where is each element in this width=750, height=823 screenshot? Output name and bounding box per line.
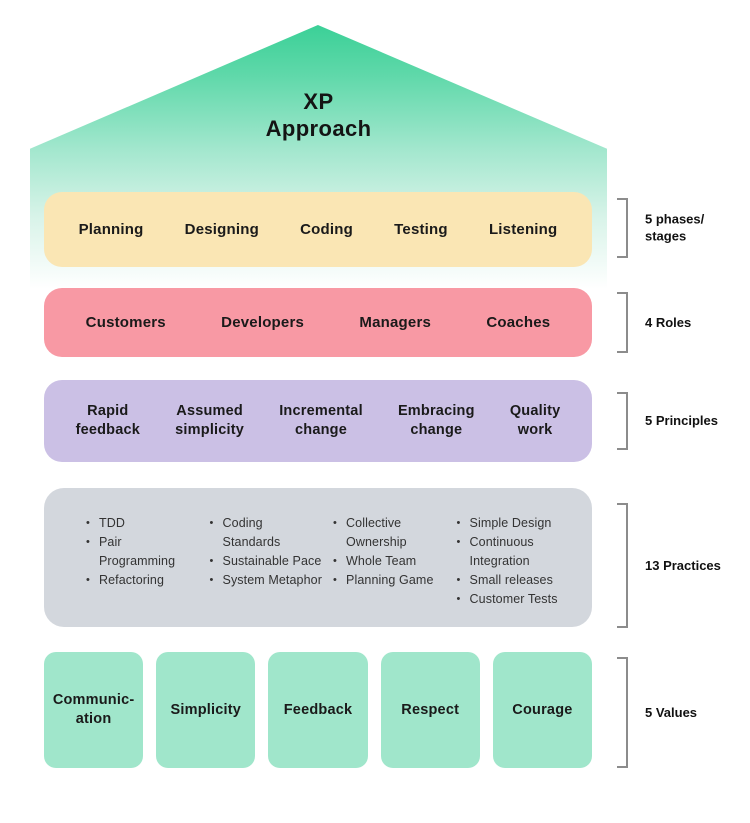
practice-label: TDD <box>99 516 125 530</box>
phase-item: Coding <box>300 221 353 238</box>
role-item: Coaches <box>486 314 551 331</box>
practice-item: • Simple Design <box>457 514 592 533</box>
role-item: Managers <box>359 314 432 331</box>
practices-box: • TDD • Pair Programming • Refactoring • <box>44 488 592 627</box>
practices-column-4: • Simple Design • Continuous Integration… <box>457 514 592 627</box>
bracket-icon <box>617 292 628 353</box>
practice-item: • Coding Standards <box>210 514 334 552</box>
annotation-principles: 5 Principles <box>617 392 747 450</box>
practice-label: Customer Tests <box>469 592 558 606</box>
value-card: Simplicity <box>156 652 256 768</box>
bracket-icon <box>617 503 628 628</box>
value-card: Communic- ation <box>44 652 144 768</box>
practice-item: • Pair Programming <box>86 533 210 571</box>
annotation-label: 5 Values <box>645 704 698 720</box>
practice-item: • Collective Ownership <box>333 514 457 552</box>
practice-item: • Customer Tests <box>457 590 592 609</box>
diagram-title: XP Approach <box>265 89 372 141</box>
bullet-icon: • <box>333 574 337 586</box>
principle-item: Rapid feedback <box>75 403 141 438</box>
bullet-icon: • <box>456 574 461 586</box>
bullet-icon: • <box>456 593 461 605</box>
practice-item: • Continuous Integration <box>457 533 592 571</box>
practice-item: • TDD <box>86 514 210 533</box>
bullet-icon: • <box>456 517 461 529</box>
practice-label: Whole Team <box>346 554 417 568</box>
bullet-icon: • <box>209 574 214 586</box>
practice-item: • Sustainable Pace <box>210 552 334 571</box>
practice-item: • Whole Team <box>333 552 457 571</box>
annotation-values: 5 Values <box>617 657 747 768</box>
bullet-icon: • <box>333 555 337 567</box>
role-item: Customers <box>85 314 166 331</box>
annotation-label: 4 Roles <box>645 314 692 330</box>
phase-item: Planning <box>78 221 144 238</box>
phase-item: Listening <box>488 221 558 238</box>
practice-label: System Metaphor <box>222 573 322 587</box>
role-item: Developers <box>221 314 305 331</box>
principle-item: Incremental change <box>279 403 363 438</box>
practice-item: • Refactoring <box>86 571 210 590</box>
practices-column-2: • Coding Standards • Sustainable Pace • … <box>210 514 334 627</box>
annotation-label: 5 phases/ stages <box>645 211 705 244</box>
bullet-icon: • <box>86 517 90 529</box>
bracket-icon <box>617 657 628 768</box>
principle-item: Quality work <box>509 403 561 438</box>
practice-label: Coding Standards <box>222 516 281 549</box>
practices-column-3: • Collective Ownership • Whole Team • Pl… <box>333 514 457 627</box>
practice-item: • Planning Game <box>333 571 457 590</box>
principle-item: Assumed simplicity <box>175 403 245 438</box>
value-card: Courage <box>492 652 593 768</box>
value-card: Feedback <box>268 652 368 768</box>
phase-item: Designing <box>184 221 259 238</box>
practice-label: Small releases <box>469 573 553 587</box>
phases-bar: Planning Designing Coding Testing Listening <box>44 192 592 267</box>
practice-item: • System Metaphor <box>210 571 334 590</box>
bracket-icon <box>617 198 628 258</box>
bullet-icon: • <box>456 536 461 548</box>
bullet-icon: • <box>209 517 214 529</box>
practice-label: Pair Programming <box>99 535 176 568</box>
bracket-icon <box>617 392 628 450</box>
practice-item: • Small releases <box>457 571 592 590</box>
value-card: Respect <box>380 652 480 768</box>
principles-bar: Rapid feedback Assumed simplicity Incremen… <box>44 380 592 462</box>
annotation-practices: 13 Practices <box>617 503 747 628</box>
phase-item: Testing <box>394 221 448 238</box>
annotation-phases: 5 phases/ stages <box>617 198 747 258</box>
annotation-label: 5 Principles <box>645 412 718 428</box>
annotation-roles: 4 Roles <box>617 292 747 353</box>
practices-column-1: • TDD • Pair Programming • Refactoring <box>86 514 210 627</box>
bullet-icon: • <box>86 536 90 548</box>
practice-label: Collective Ownership <box>346 516 407 549</box>
bullet-icon: • <box>86 574 90 586</box>
practice-label: Sustainable Pace <box>222 554 322 568</box>
roles-bar: Customers Developers Managers Coaches <box>44 288 592 357</box>
bullet-icon: • <box>209 555 214 567</box>
practice-label: Continuous Integration <box>469 535 534 568</box>
bullet-icon: • <box>333 517 337 529</box>
practice-label: Simple Design <box>469 516 552 530</box>
principle-item: Embracing change <box>397 403 475 438</box>
annotation-label: 13 Practices <box>645 557 721 573</box>
practice-label: Planning Game <box>346 573 434 587</box>
practice-label: Refactoring <box>99 573 165 587</box>
